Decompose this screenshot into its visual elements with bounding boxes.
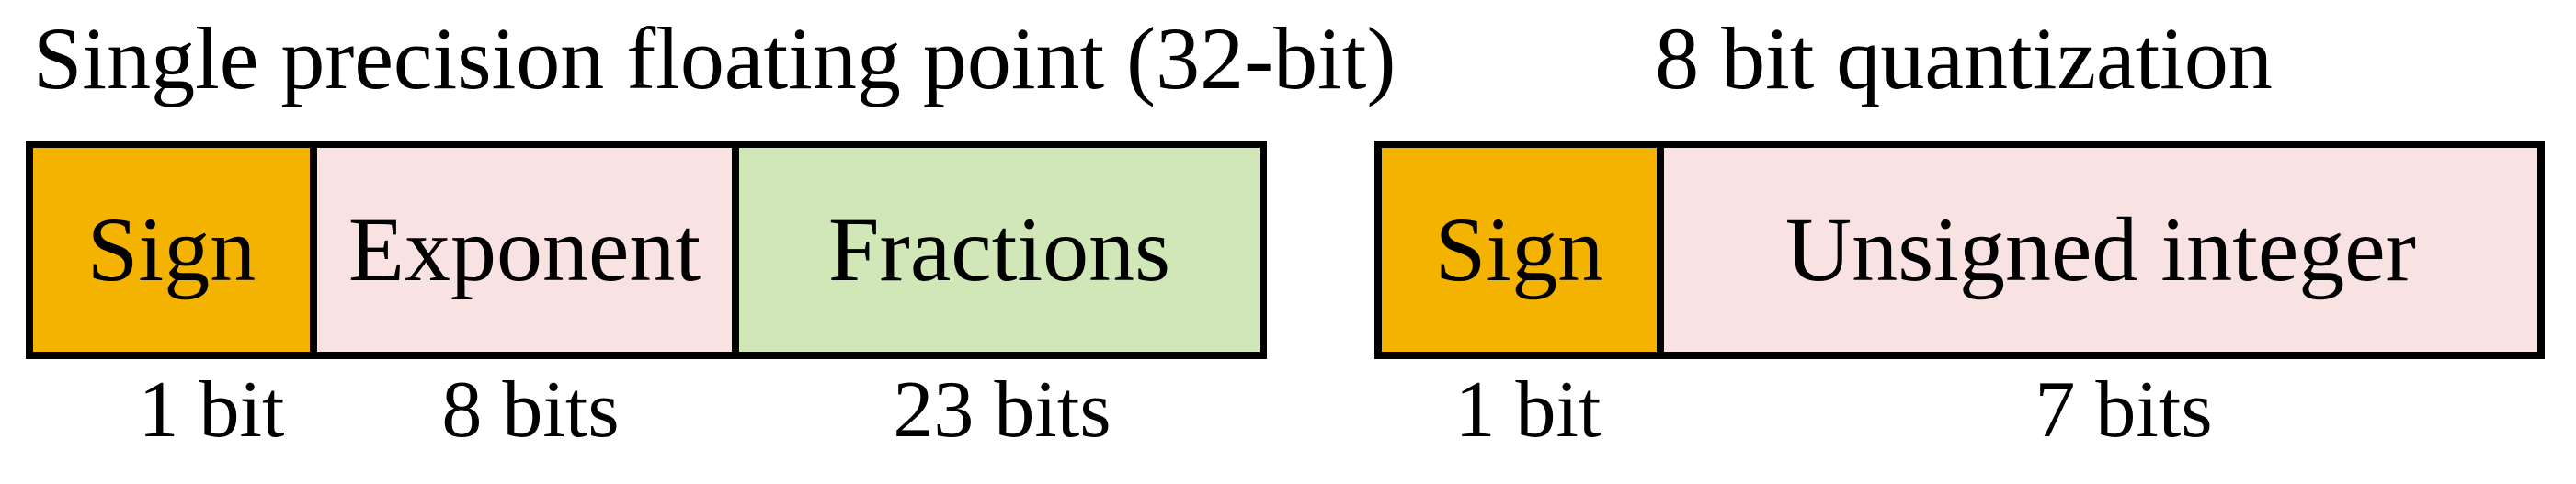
fp32-exponent-segment-label: Exponent (348, 198, 701, 300)
fp32-fractions-bit-count: 23 bits (893, 366, 1111, 455)
fp32-bit-box: Sign Exponent Fractions (26, 141, 1267, 359)
fp32-exponent-segment: Exponent (310, 148, 732, 352)
fp32-sign-bit-count: 1 bit (138, 366, 285, 455)
int8-sign-segment-label: Sign (1434, 198, 1604, 300)
fp32-exponent-bit-count: 8 bits (441, 366, 620, 455)
fp32-sign-segment: Sign (33, 148, 310, 352)
fp32-fractions-segment-label: Fractions (827, 198, 1171, 300)
fp32-sign-segment-label: Sign (86, 198, 256, 300)
int8-bit-box: Sign Unsigned integer (1374, 141, 2545, 359)
int8-title: 8 bit quantization (1655, 9, 2273, 107)
int8-sign-segment: Sign (1382, 148, 1657, 352)
int8-sign-bit-count: 1 bit (1454, 366, 1601, 455)
int8-unsigned-integer-bit-count: 7 bits (2035, 366, 2213, 455)
fp32-fractions-segment: Fractions (732, 148, 1260, 352)
fp32-title: Single precision floating point (32-bit) (33, 9, 1396, 107)
int8-unsigned-integer-segment: Unsigned integer (1657, 148, 2537, 352)
int8-unsigned-integer-segment-label: Unsigned integer (1785, 198, 2416, 300)
